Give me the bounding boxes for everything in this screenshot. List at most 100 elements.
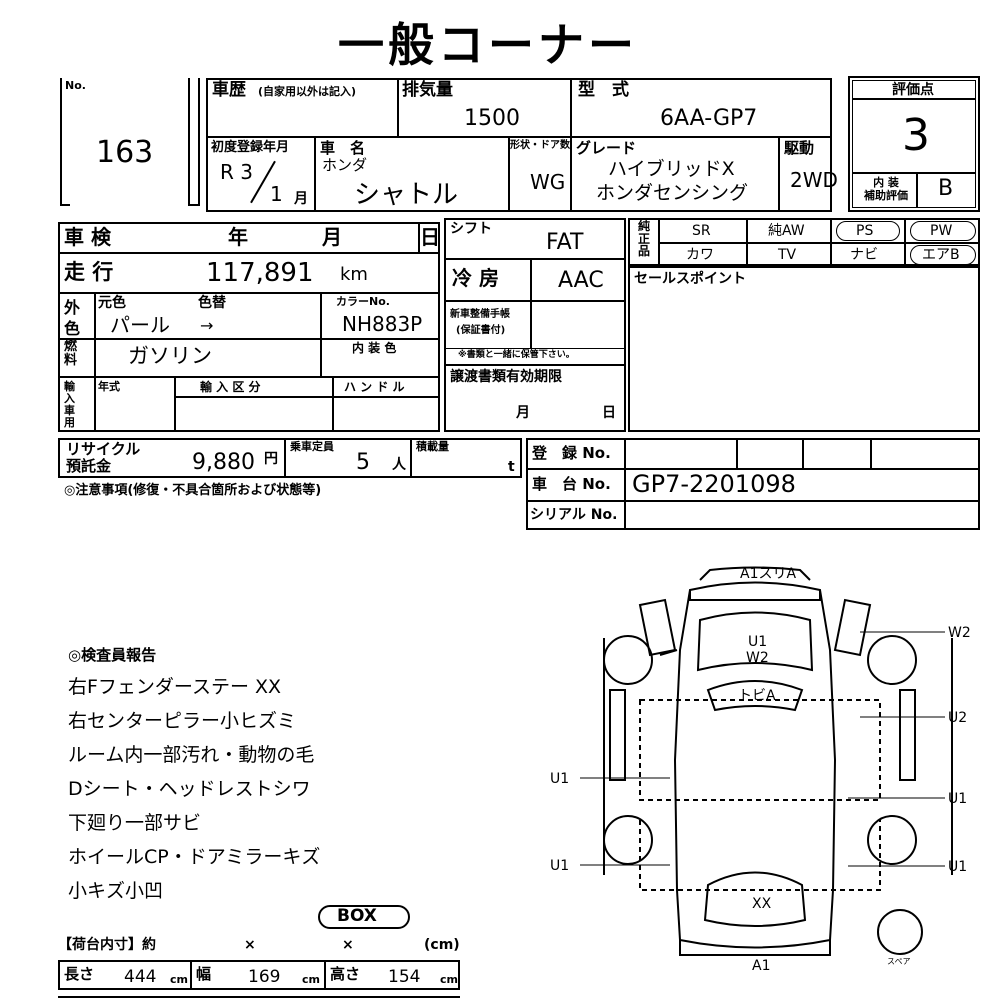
capacity-label: 乗車定員: [290, 440, 334, 453]
history-note: (自家用以外は記入): [258, 85, 357, 98]
report-line-2: 右センターピラー小ヒズミ: [68, 710, 297, 732]
aircon-value: AAC: [558, 268, 604, 293]
color-arrow: →: [200, 316, 214, 335]
grade-line2: ホンダセンシング: [596, 182, 749, 204]
recycle-row: [58, 438, 522, 478]
fuel-label: 燃 料: [64, 339, 78, 369]
left-block: [58, 222, 440, 432]
first-reg-month-unit: 月: [294, 191, 308, 207]
recycle-value: 9,880: [192, 450, 255, 475]
length-value: 444: [124, 967, 157, 987]
fuel-value: ガソリン: [128, 344, 212, 368]
inspection-year: 年: [228, 225, 248, 249]
grade-line1: ハイブリッドX: [608, 158, 735, 180]
first-reg-label: 初度登録年月: [211, 140, 290, 155]
manual-label-2: (保証書付): [456, 325, 506, 336]
header-block: [206, 78, 832, 212]
report-title: ◎検査員報告: [68, 646, 157, 664]
cargo-row: [58, 960, 460, 990]
diagram-left-u1a: U1: [550, 771, 569, 787]
aircon-label: 冷 房: [452, 266, 499, 290]
sales-point-box: [628, 266, 980, 432]
chassis-label: 車 台 No.: [532, 475, 611, 493]
windshield: [706, 680, 804, 712]
cargo-label: 【荷台内寸】約: [58, 937, 156, 953]
diagram-right-u1b: U1: [948, 859, 967, 875]
transfer-day: 日: [602, 405, 616, 421]
report-line-7: 小キズ小凹: [68, 880, 164, 902]
model-value: 6AA-GP7: [660, 106, 758, 131]
cargo-unit: (cm): [424, 937, 460, 953]
car-name: シャトル: [354, 180, 459, 210]
height-cm: cm: [440, 973, 458, 986]
score-value: 3: [902, 110, 930, 161]
orig-color-value: パール: [110, 313, 170, 337]
color-no-value: NH883P: [342, 312, 423, 336]
transfer-label: 譲渡書類有効期限: [450, 369, 562, 385]
transfer-month: 月: [516, 405, 530, 421]
genuine-aw: 純AW: [768, 223, 805, 239]
diagram-u1: U1: [748, 634, 767, 650]
length-cm: cm: [170, 973, 188, 986]
wheel-front-left: [603, 635, 653, 685]
registration-label: 登 録 No.: [532, 444, 611, 462]
import-handle-label: ハ ン ド ル: [344, 380, 405, 394]
import-type-label: 輸 入 区 分: [200, 380, 261, 394]
orig-color-label: 元色: [98, 295, 126, 311]
import-label: 輸 入 車 用: [64, 380, 75, 430]
diagram-bottom: A1: [752, 958, 770, 974]
load-unit: t: [508, 459, 515, 475]
genuine-airbag-circle: [910, 245, 976, 265]
chassis-value: GP7-2201098: [632, 470, 796, 498]
recycle-label: リサイクル 預託金: [66, 440, 141, 475]
diagram-xx: XX: [752, 896, 772, 912]
history-label: 車歴: [212, 80, 246, 100]
wheel-rear-left: [603, 815, 653, 865]
cargo-times-1: ×: [244, 937, 256, 953]
genuine-leather: カワ: [686, 247, 714, 263]
capacity-value: 5: [356, 450, 370, 475]
mileage-value: 117,891: [206, 258, 314, 288]
length-label: 長さ: [64, 965, 95, 983]
report-line-3: ルーム内一部汚れ・動物の毛: [68, 744, 315, 766]
sales-point-label: セールスポイント: [634, 271, 746, 287]
inspection-label: 車 検: [64, 225, 111, 249]
registration-block: [526, 438, 980, 530]
diagram-right-u1a: U1: [948, 791, 967, 807]
page-title: 一般コーナー: [338, 18, 638, 72]
wheel-rear-right: [867, 815, 917, 865]
shape-value: WG: [530, 170, 566, 194]
cargo-times-2: ×: [342, 937, 354, 953]
repaint-color-label: 色替: [198, 295, 226, 311]
height-value: 154: [388, 967, 421, 987]
box-label: BOX: [337, 906, 377, 926]
recycle-unit: 円: [264, 451, 278, 467]
genuine-airbag: エアB: [922, 247, 960, 263]
interior-score-label: 内 装 補助評価: [864, 176, 908, 203]
load-label: 積載量: [416, 440, 449, 453]
lot-number: 163: [96, 135, 154, 170]
genuine-ps-circle: [836, 221, 900, 241]
diagram-w2: W2: [746, 650, 769, 666]
lot-label: No.: [65, 79, 86, 92]
caution-label: ◎注意事項(修復・不具合箇所および状態等): [64, 483, 322, 498]
color-no-label: カラーNo.: [336, 295, 390, 308]
mileage-unit: km: [340, 264, 368, 285]
report-line-5: 下廻り一部サビ: [68, 812, 202, 834]
first-reg-month: 1: [270, 182, 283, 206]
displacement-label: 排気量: [402, 80, 453, 100]
wheel-front-right: [867, 635, 917, 685]
lot-box: No. 163: [60, 78, 200, 206]
displacement-value: 1500: [464, 106, 520, 131]
car-name-label: 車 名: [320, 139, 366, 157]
manual-label-1: 新車整備手帳: [450, 309, 510, 320]
diagram-right-w2: W2: [948, 625, 971, 641]
capacity-unit: 人: [392, 457, 406, 473]
height-label: 高さ: [330, 965, 361, 983]
genuine-pw-circle: [910, 221, 976, 241]
shift-value: FAT: [546, 230, 584, 255]
genuine-pw: PW: [930, 223, 953, 239]
import-year-label: 年式: [98, 380, 120, 393]
drive-label: 駆動: [784, 139, 815, 157]
genuine-label: 純 正 品: [638, 219, 651, 259]
